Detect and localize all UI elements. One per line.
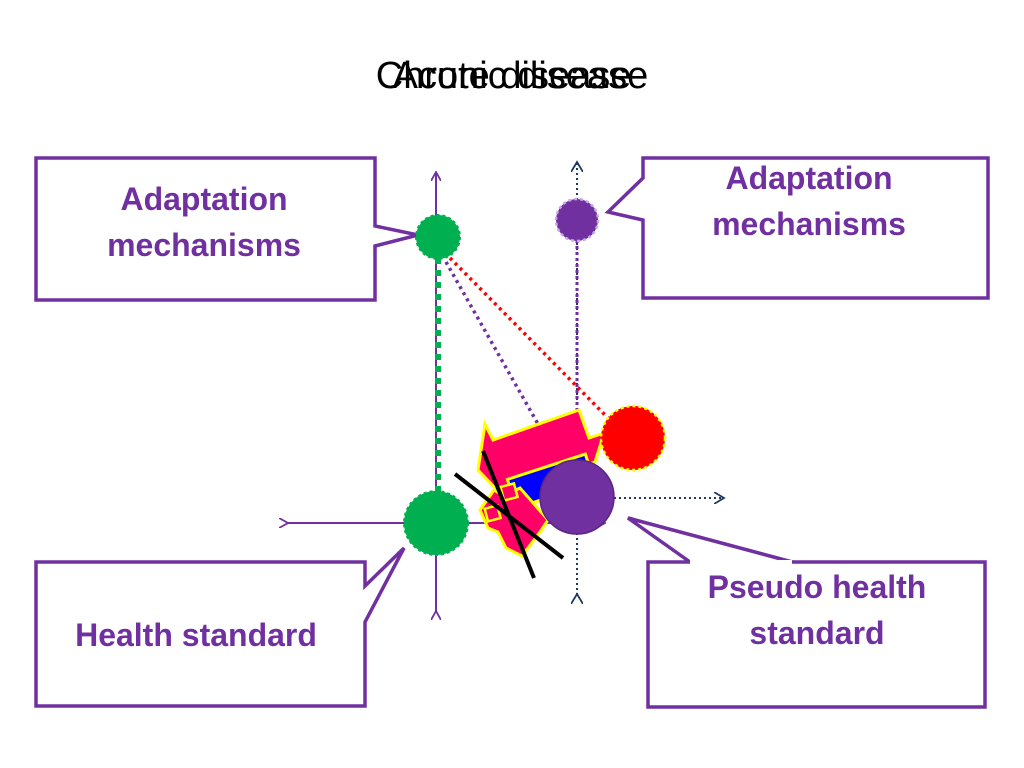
callout-text-bottom-left: Health standard <box>75 617 317 653</box>
callout-text-top-right: Adaptation mechanisms <box>712 160 906 242</box>
health-adaptation-dot <box>415 214 461 260</box>
acute-state-dot <box>599 404 667 472</box>
callout-box-top-left <box>34 156 419 302</box>
callout-box-bottom-left <box>34 546 406 708</box>
acute-link-red <box>448 256 610 420</box>
acute-link-purple <box>444 261 540 425</box>
callout-text-bottom-right: Pseudo health standard <box>707 569 927 651</box>
callout-text-top-left: Adaptation mechanisms <box>107 181 301 263</box>
callout-box-top-right <box>604 156 990 300</box>
cross-out-line-2 <box>453 472 565 560</box>
pseudo-adaptation-dot <box>554 197 600 243</box>
title-chronic-disease: Chronic disease <box>375 55 649 97</box>
title-acute-disease: Acute disease <box>392 55 632 97</box>
inner-square-2 <box>483 503 503 523</box>
pseudo-health-dot <box>539 459 615 535</box>
slide-title: Chronic disease Acute disease <box>0 48 1024 108</box>
health-standard-dot <box>403 490 469 556</box>
